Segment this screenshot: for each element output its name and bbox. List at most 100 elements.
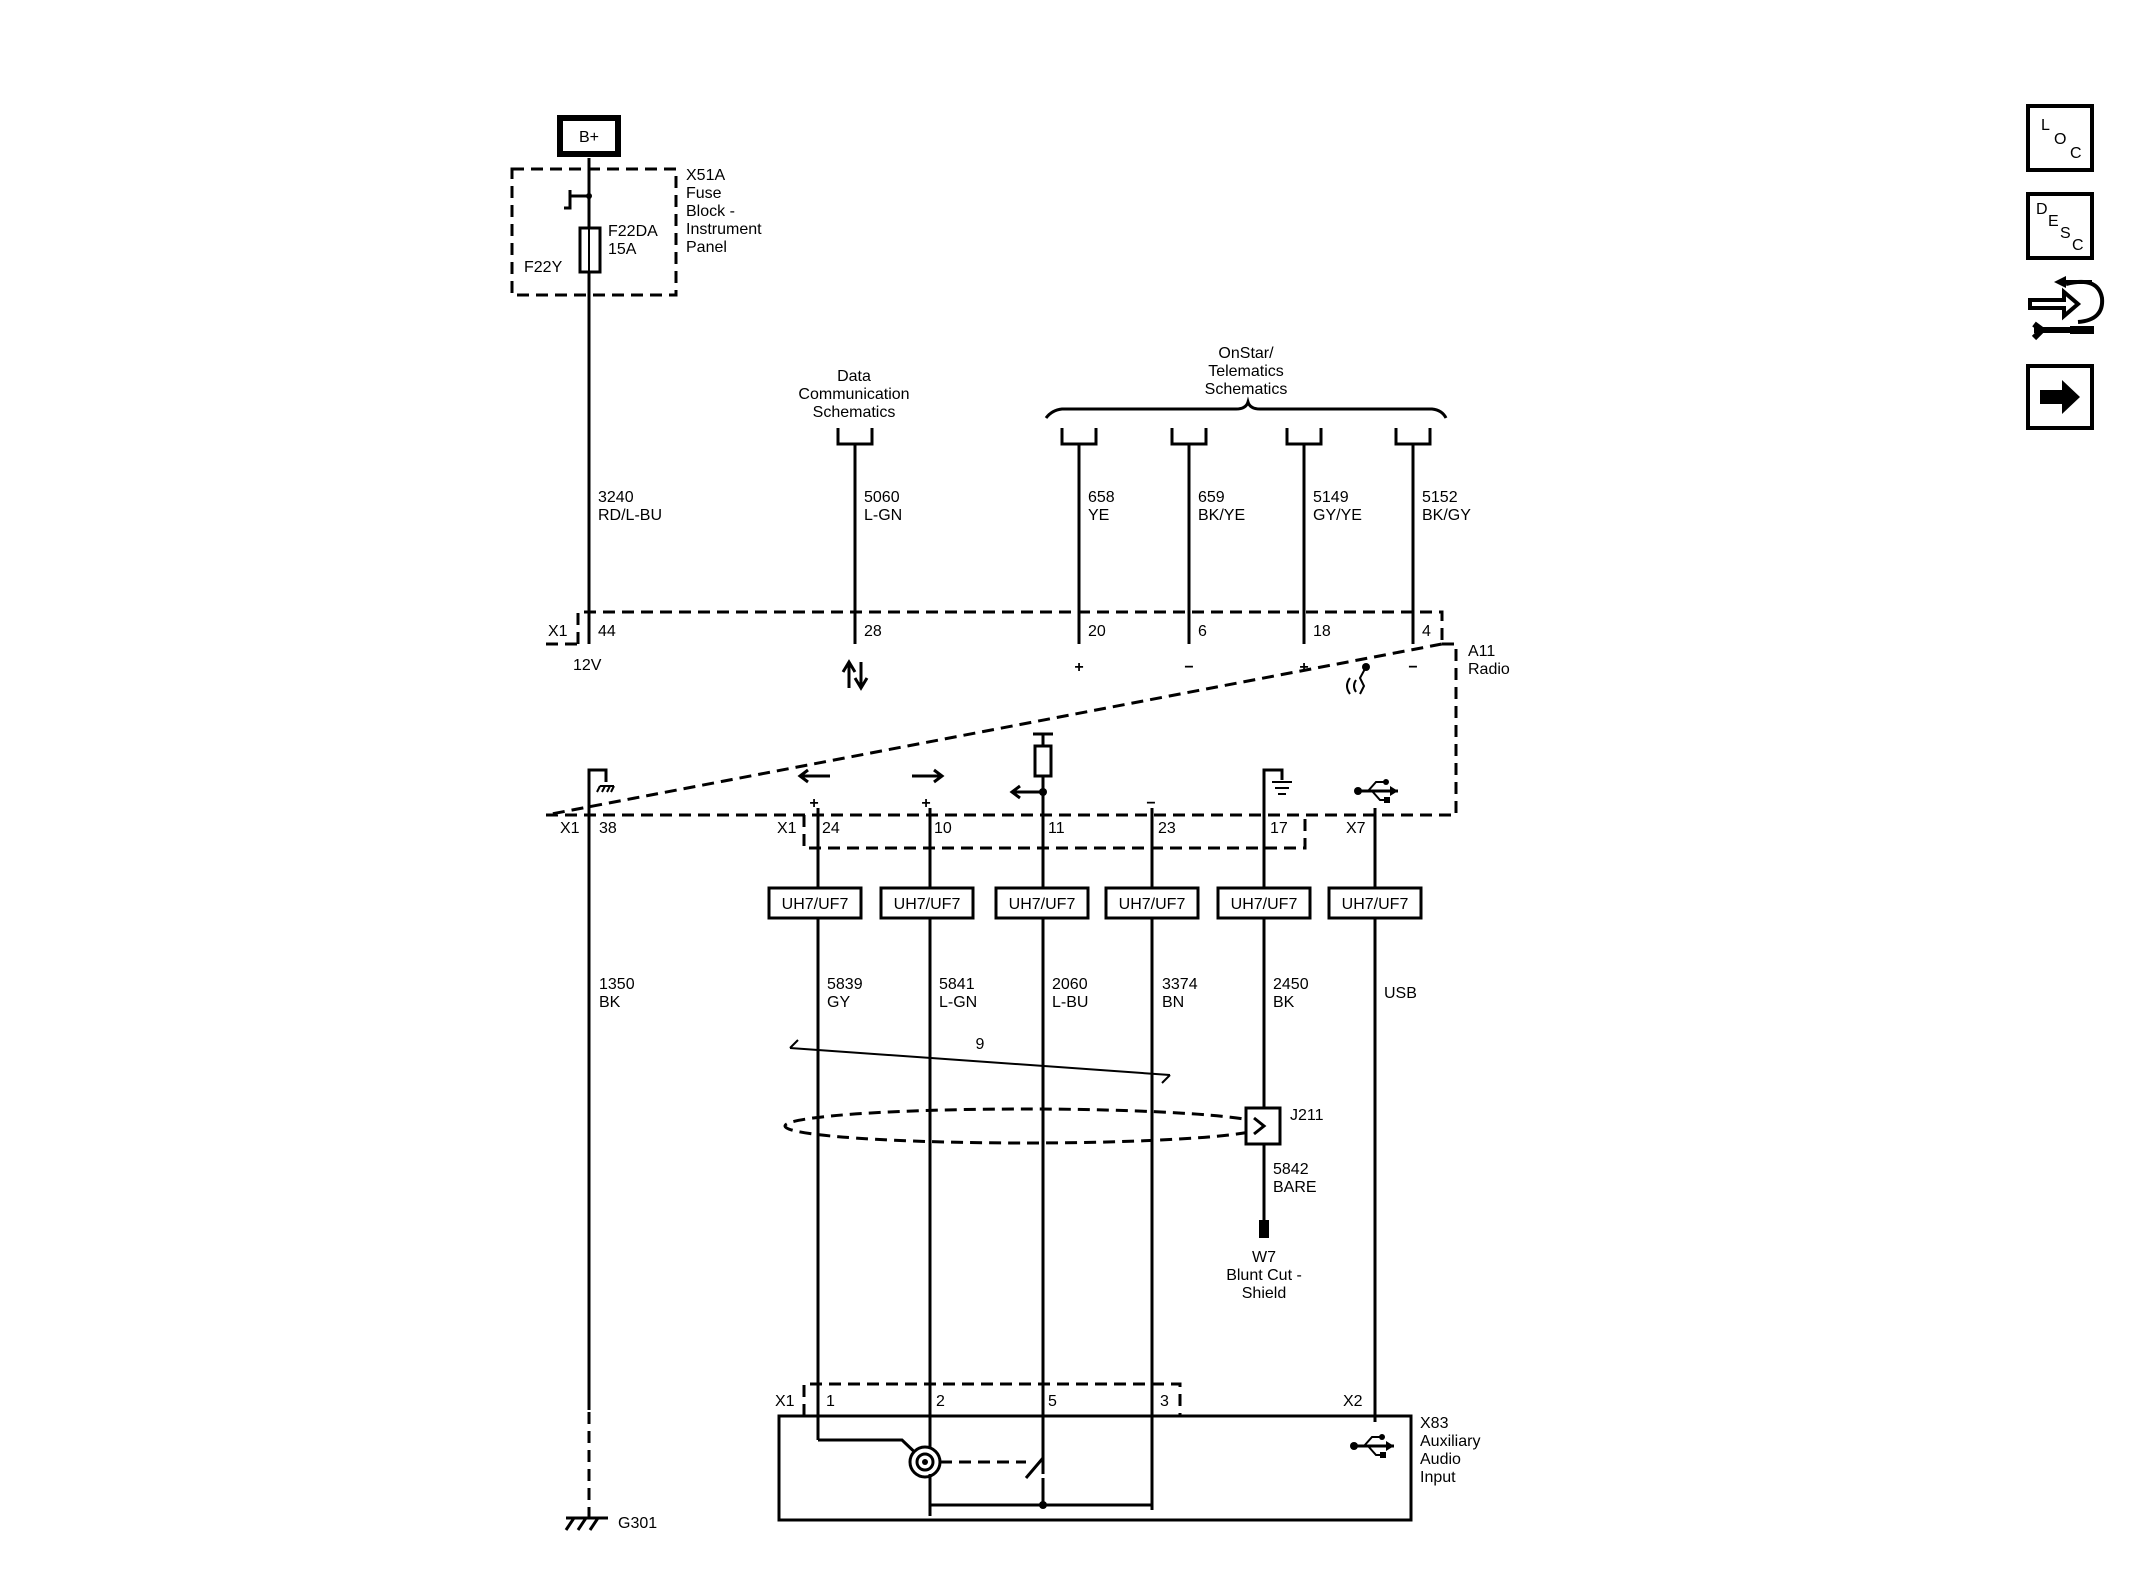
svg-text:9: 9	[976, 1036, 985, 1053]
fuse-terminal: F22Y	[524, 259, 563, 276]
svg-text:659: 659	[1198, 489, 1225, 506]
radio-connector-bottom: X1	[777, 820, 797, 837]
svg-text:20: 20	[1088, 623, 1106, 640]
svg-text:Schematics: Schematics	[813, 404, 896, 421]
svg-text:1350: 1350	[599, 976, 635, 993]
svg-text:44: 44	[598, 623, 616, 640]
fuse-rating: 15A	[608, 241, 637, 258]
svg-text:Shield: Shield	[1242, 1285, 1286, 1302]
splice-id: J211	[1290, 1107, 1324, 1124]
pullup-resistor-icon	[1009, 732, 1053, 800]
svg-text:Auxiliary: Auxiliary	[1420, 1433, 1480, 1450]
svg-text:5839: 5839	[827, 976, 863, 993]
svg-text:L-GN: L-GN	[939, 994, 977, 1011]
battery-positive-source: B+	[557, 115, 621, 157]
chassis-ground-icon	[587, 768, 615, 815]
svg-text:O: O	[2054, 131, 2066, 148]
radio-connector-top: X1	[548, 623, 568, 640]
aux-connector: X1	[775, 1393, 795, 1410]
svg-text:−: −	[1184, 659, 1193, 676]
svg-text:Data: Data	[837, 368, 871, 385]
output-arrow-left-icon	[797, 768, 830, 784]
svg-text:3: 3	[1160, 1393, 1169, 1410]
usb-icon	[1354, 779, 1398, 803]
loc-button[interactable]: L O C	[2026, 104, 2094, 172]
svg-text:Fuse: Fuse	[686, 185, 722, 202]
aux-pins: 1 2 5 3	[826, 1393, 1169, 1410]
audio-jack-icon	[818, 1438, 1152, 1509]
svg-text:38: 38	[599, 820, 617, 837]
next-page-button[interactable]	[2026, 364, 2094, 430]
svg-text:BK: BK	[599, 994, 621, 1011]
svg-text:+: +	[1299, 659, 1308, 676]
svg-text:Panel: Panel	[686, 239, 727, 256]
radio-connector-bottom-ground: X1	[560, 820, 580, 837]
svg-text:W7: W7	[1252, 1249, 1276, 1266]
svg-text:BK/YE: BK/YE	[1198, 507, 1245, 524]
connector-repair-icon	[2028, 276, 2105, 341]
aux-label: X83 Auxiliary Audio Input	[1420, 1415, 1480, 1486]
svg-text:+: +	[1074, 659, 1083, 676]
radio-supply-label: 12V	[573, 657, 602, 674]
svg-text:L-GN: L-GN	[864, 507, 902, 524]
svg-text:2060: 2060	[1052, 976, 1088, 993]
desc-button[interactable]: D E S C	[2026, 192, 2094, 260]
svg-text:Audio: Audio	[1420, 1451, 1461, 1468]
fuse-block-outline	[510, 167, 678, 297]
arrow-right-icon	[2040, 380, 2080, 414]
ground-label: G301	[618, 1515, 657, 1532]
svg-text:UH7/UF7: UH7/UF7	[782, 896, 849, 913]
svg-text:+: +	[921, 795, 930, 812]
radio-top-pin-signs: + − + −	[1074, 659, 1417, 676]
splice-j211	[1244, 1106, 1282, 1238]
svg-text:UH7/UF7: UH7/UF7	[1009, 896, 1076, 913]
svg-text:3374: 3374	[1162, 976, 1198, 993]
svg-text:18: 18	[1313, 623, 1331, 640]
data-communication-reference: Data Communication Schematics	[798, 368, 910, 446]
splice-color: BARE	[1273, 1179, 1317, 1196]
svg-text:E: E	[2048, 213, 2059, 230]
svg-text:Communication: Communication	[798, 386, 909, 403]
connector-repair-button[interactable]	[2028, 276, 2105, 341]
svg-text:24: 24	[822, 820, 840, 837]
radio-bottom-pins: 38 24 10 11 23 17	[599, 820, 1288, 837]
svg-text:5: 5	[1048, 1393, 1057, 1410]
svg-text:2450: 2450	[1273, 976, 1309, 993]
svg-text:UH7/UF7: UH7/UF7	[1231, 896, 1298, 913]
microphone-icon	[1346, 663, 1370, 695]
svg-text:Block -: Block -	[686, 203, 735, 220]
signal-ground-icon	[1262, 768, 1292, 815]
svg-text:C: C	[2070, 145, 2082, 162]
battery-label: B+	[579, 129, 599, 146]
svg-text:Instrument: Instrument	[686, 221, 762, 238]
svg-text:L-BU: L-BU	[1052, 994, 1088, 1011]
svg-text:Input: Input	[1420, 1469, 1456, 1486]
svg-text:5060: 5060	[864, 489, 900, 506]
radio-bottom-pin-signs: + + −	[809, 795, 1155, 812]
svg-text:11: 11	[1048, 820, 1065, 837]
serial-data-icon	[841, 659, 869, 691]
svg-text:UH7/UF7: UH7/UF7	[1342, 896, 1409, 913]
svg-text:RD/L-BU: RD/L-BU	[598, 507, 662, 524]
svg-text:Blunt Cut -: Blunt Cut -	[1226, 1267, 1302, 1284]
shield-ellipse	[783, 1107, 1267, 1145]
svg-text:OnStar/: OnStar/	[1218, 345, 1274, 362]
fuse-block-label: X51A Fuse Block - Instrument Panel	[686, 167, 762, 256]
fuse-terminal-icon	[564, 190, 592, 210]
svg-text:5841: 5841	[939, 976, 975, 993]
svg-text:BK: BK	[1273, 994, 1295, 1011]
svg-text:Radio: Radio	[1468, 661, 1510, 678]
svg-text:C: C	[2072, 237, 2084, 254]
svg-text:S: S	[2060, 225, 2071, 242]
top-wire-labels: 3240 RD/L-BU 5060 L-GN 658 YE 659 BK/YE …	[598, 489, 1471, 524]
option-boxes: UH7/UF7 UH7/UF7 UH7/UF7 UH7/UF7 UH7/UF7 …	[767, 886, 1423, 920]
svg-text:L: L	[2041, 117, 2050, 134]
splice-circuit: 5842	[1273, 1161, 1309, 1178]
svg-text:X51A: X51A	[686, 167, 725, 184]
svg-text:GY: GY	[827, 994, 850, 1011]
svg-text:5152: 5152	[1422, 489, 1458, 506]
svg-text:658: 658	[1088, 489, 1115, 506]
svg-text:6: 6	[1198, 623, 1207, 640]
svg-text:1: 1	[826, 1393, 835, 1410]
